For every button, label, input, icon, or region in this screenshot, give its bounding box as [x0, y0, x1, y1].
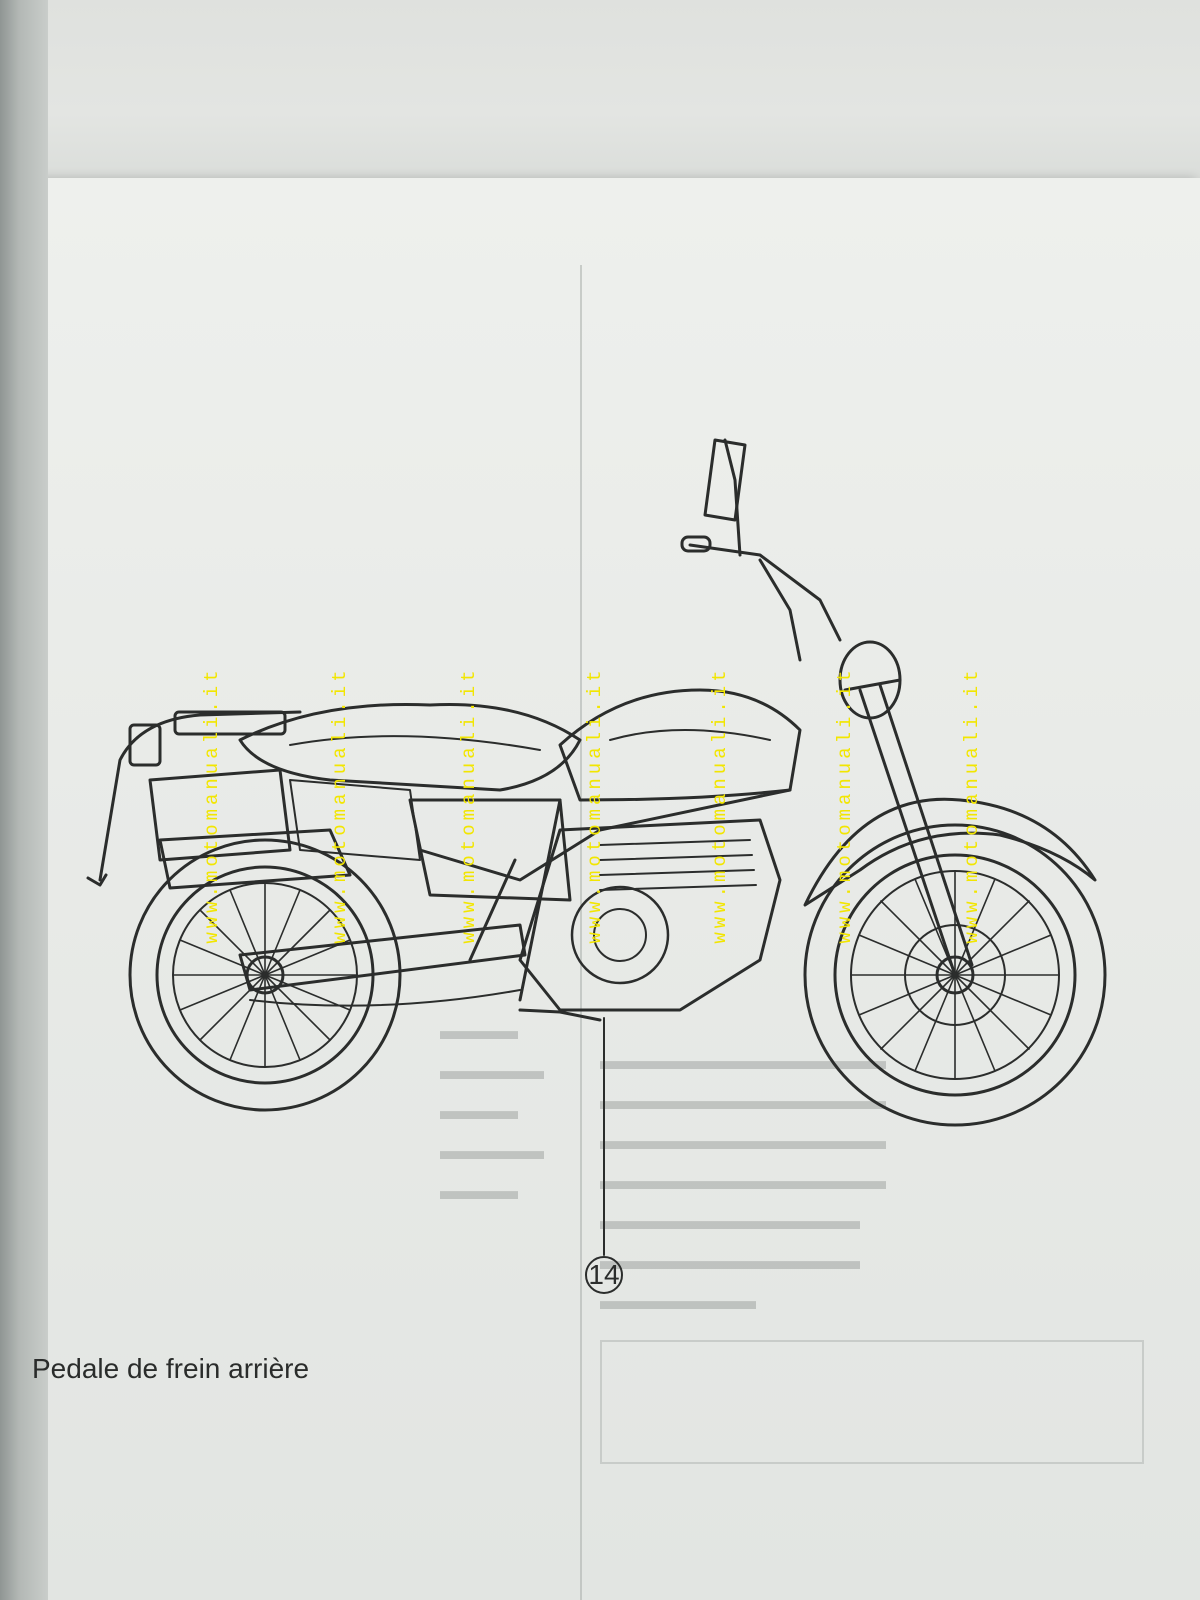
callout-number: 14 — [588, 1259, 620, 1290]
page-stack-edge — [0, 0, 48, 1600]
watermark-2: www.motomanuali.it — [329, 666, 351, 944]
bleed-through-text-left: ▬▬▬▬▬▬▬▬▬▬▬▬▬▬▬▬▬ — [440, 1015, 544, 1205]
watermark-3: www.motomanuali.it — [458, 666, 480, 944]
front-wheel — [803, 823, 1107, 1127]
watermark-7: www.motomanuali.it — [961, 666, 983, 944]
bleed-through-box — [600, 1340, 1144, 1464]
watermark-5: www.motomanuali.it — [709, 666, 731, 944]
column-divider — [580, 265, 582, 1600]
watermark-1: www.motomanuali.it — [201, 666, 223, 944]
previous-page — [0, 0, 1200, 190]
watermark-6: www.motomanuali.it — [834, 666, 856, 944]
caption-rear-brake-pedal: Pedale de frein arrière — [32, 1353, 310, 1384]
rear-wheel — [128, 838, 402, 1112]
watermark-4: www.motomanuali.it — [584, 666, 606, 944]
